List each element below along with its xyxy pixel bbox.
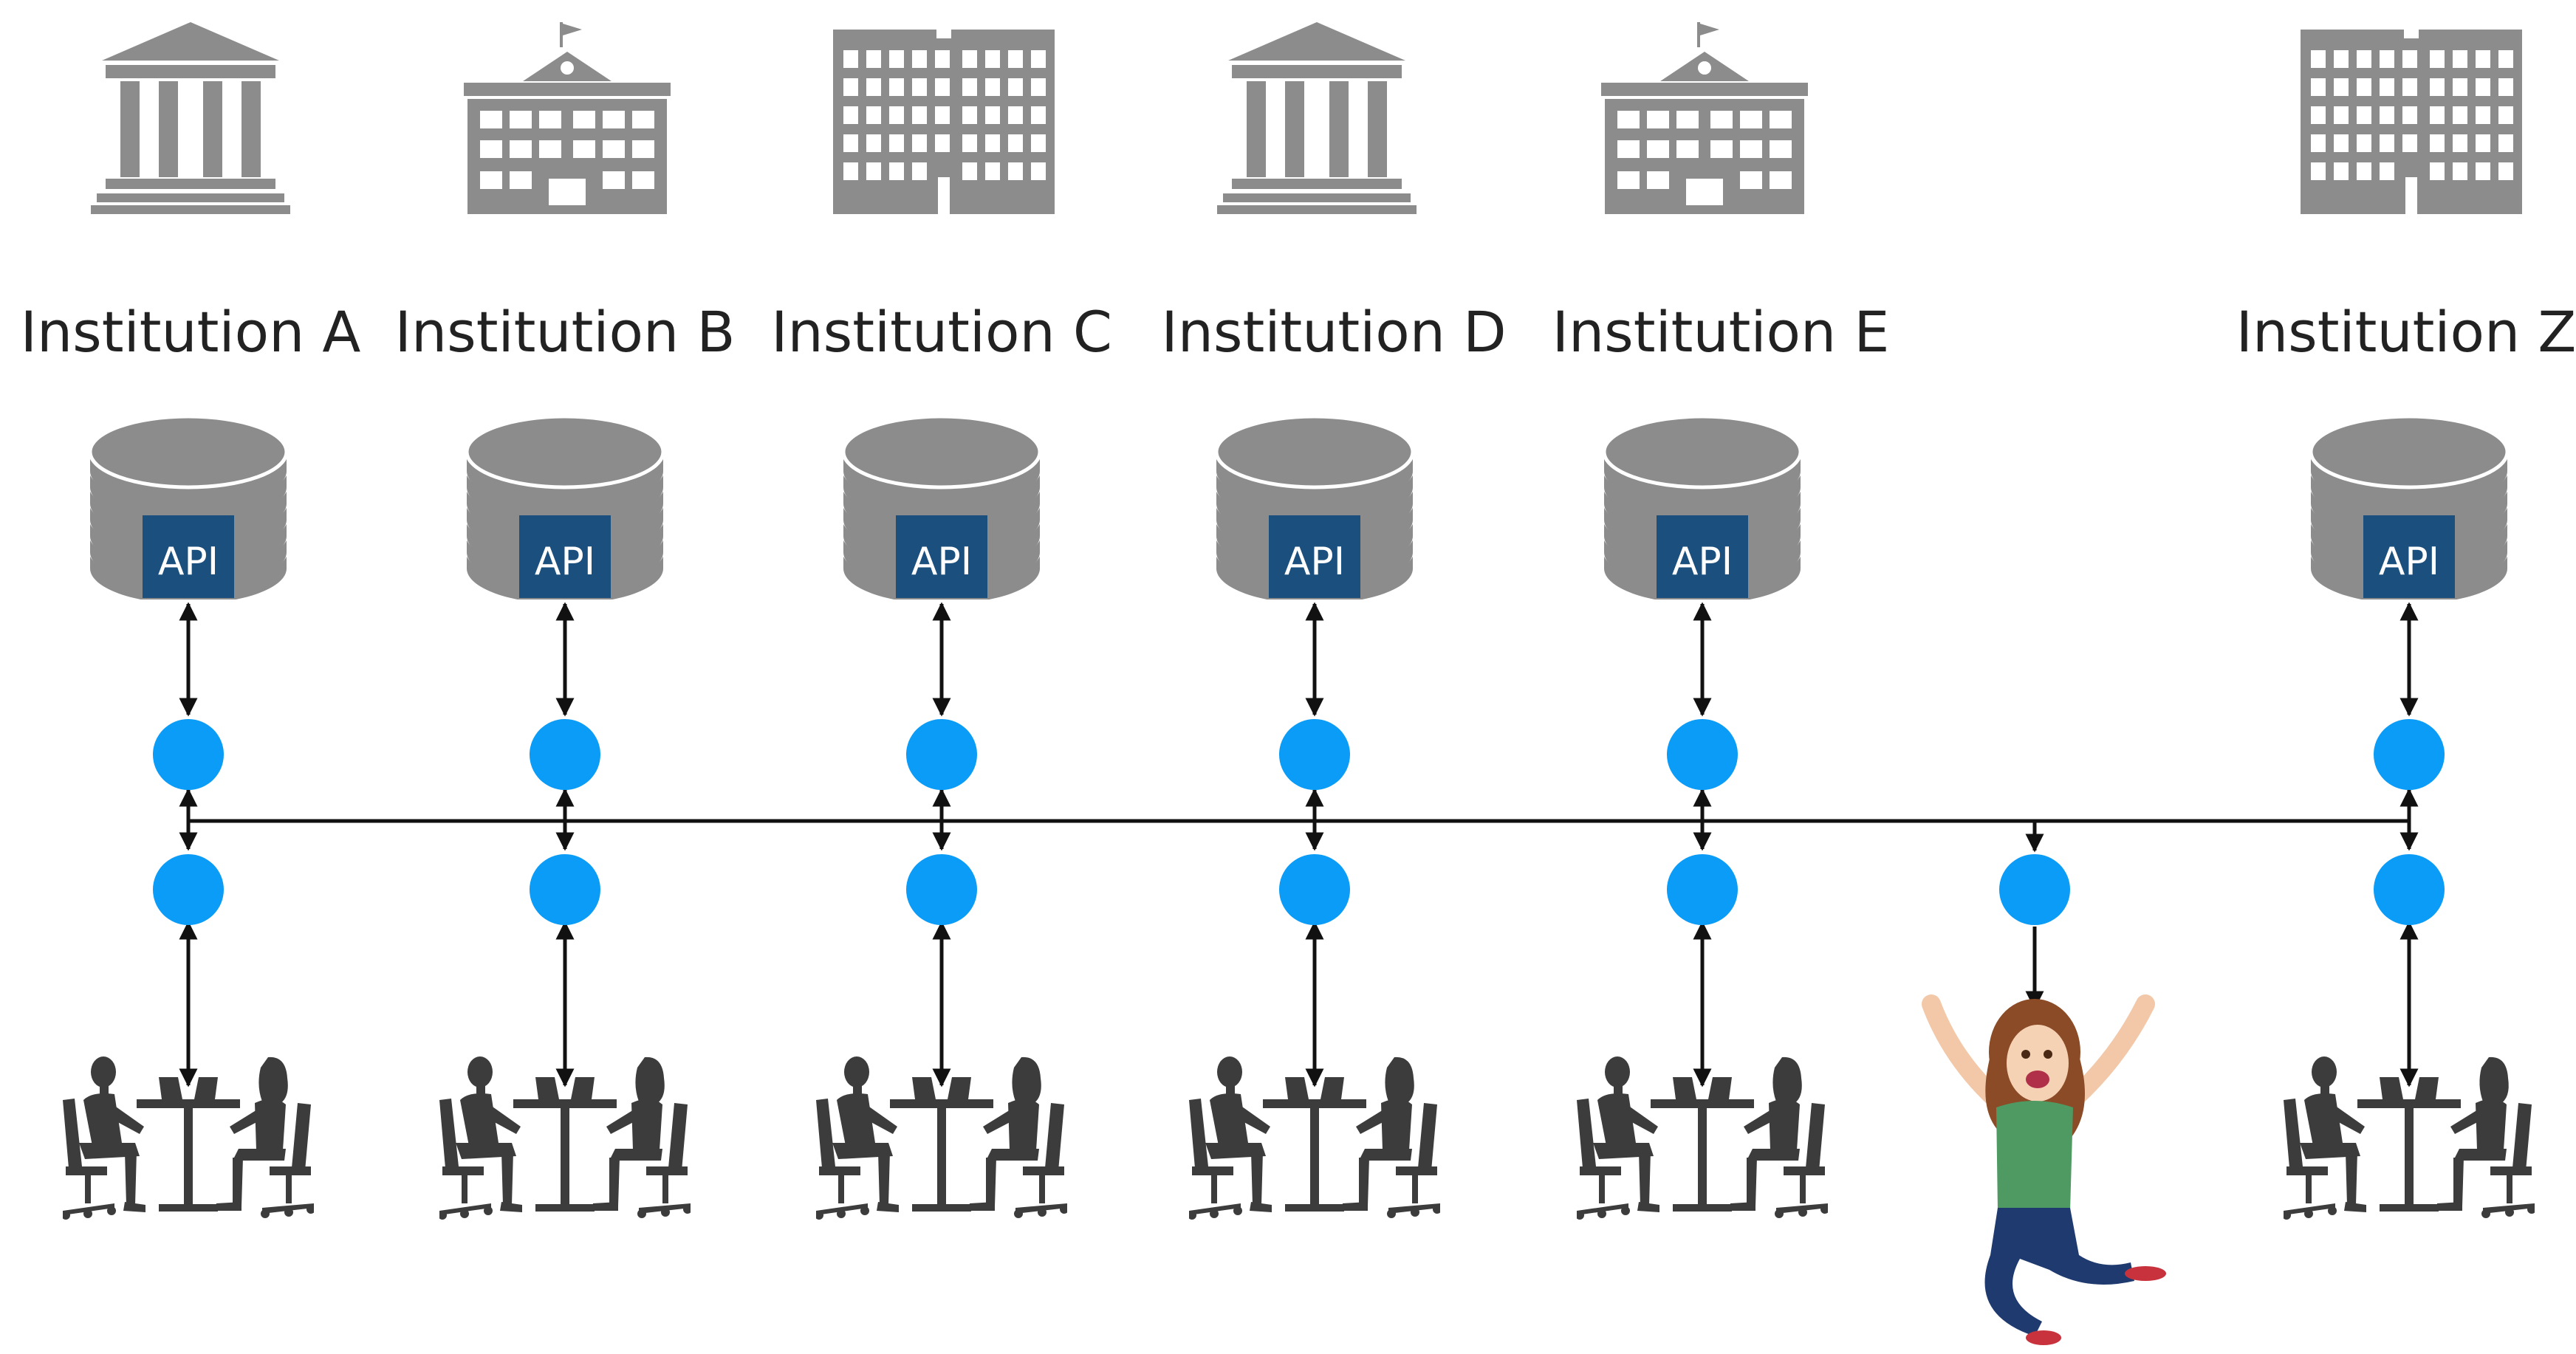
upper-node-b (530, 719, 600, 790)
api-label-c: API (911, 540, 972, 584)
api-badge-c: API (896, 515, 987, 598)
lower-node-e (1667, 854, 1738, 925)
institution-label-z: Institution Z (2236, 299, 2576, 365)
institution-label-d: Institution D (1161, 299, 1507, 365)
bank-building-icon-d (1217, 22, 1417, 214)
upper-node-e (1667, 719, 1738, 790)
network-nodes (153, 719, 2445, 925)
api-label-d: API (1284, 540, 1345, 584)
meeting-groups (63, 1056, 2535, 1220)
institution-buildings (91, 22, 2522, 214)
lower-node-d (1279, 854, 1350, 925)
institution-label-e: Institution E (1552, 299, 1890, 365)
office-building-building-icon-c (833, 30, 1055, 214)
upper-node-z (2374, 719, 2445, 790)
upper-node-c (906, 719, 977, 790)
api-badge-z: API (2363, 515, 2455, 598)
institution-label-a: Institution A (20, 299, 361, 365)
bank-building-icon-a (91, 22, 290, 214)
happy-user-icon (1922, 994, 2166, 1345)
lower-node-z (2374, 854, 2445, 925)
lower-node-c (906, 854, 977, 925)
lower-node-a (153, 854, 224, 925)
api-badge-b: API (519, 515, 611, 598)
lower-node-b (530, 854, 600, 925)
api-badge-a: API (143, 515, 234, 598)
user-node (1999, 854, 2070, 925)
upper-node-a (153, 719, 224, 790)
institution-label-b: Institution B (394, 299, 736, 365)
api-label-b: API (535, 540, 595, 584)
upper-node-d (1279, 719, 1350, 790)
api-label-z: API (2379, 540, 2439, 584)
school-building-icon-b (464, 22, 671, 214)
institution-label-c: Institution C (771, 299, 1112, 365)
end-user (1922, 994, 2166, 1345)
office-building-building-icon-z (2301, 30, 2522, 214)
api-badge-d: API (1269, 515, 1360, 598)
institution-databases: API API API API API API (90, 416, 2507, 604)
school-building-icon-e (1601, 22, 1808, 214)
api-label-e: API (1672, 540, 1733, 584)
api-badge-e: API (1657, 515, 1748, 598)
api-label-a: API (158, 540, 219, 584)
network-connectors (179, 602, 2419, 1087)
